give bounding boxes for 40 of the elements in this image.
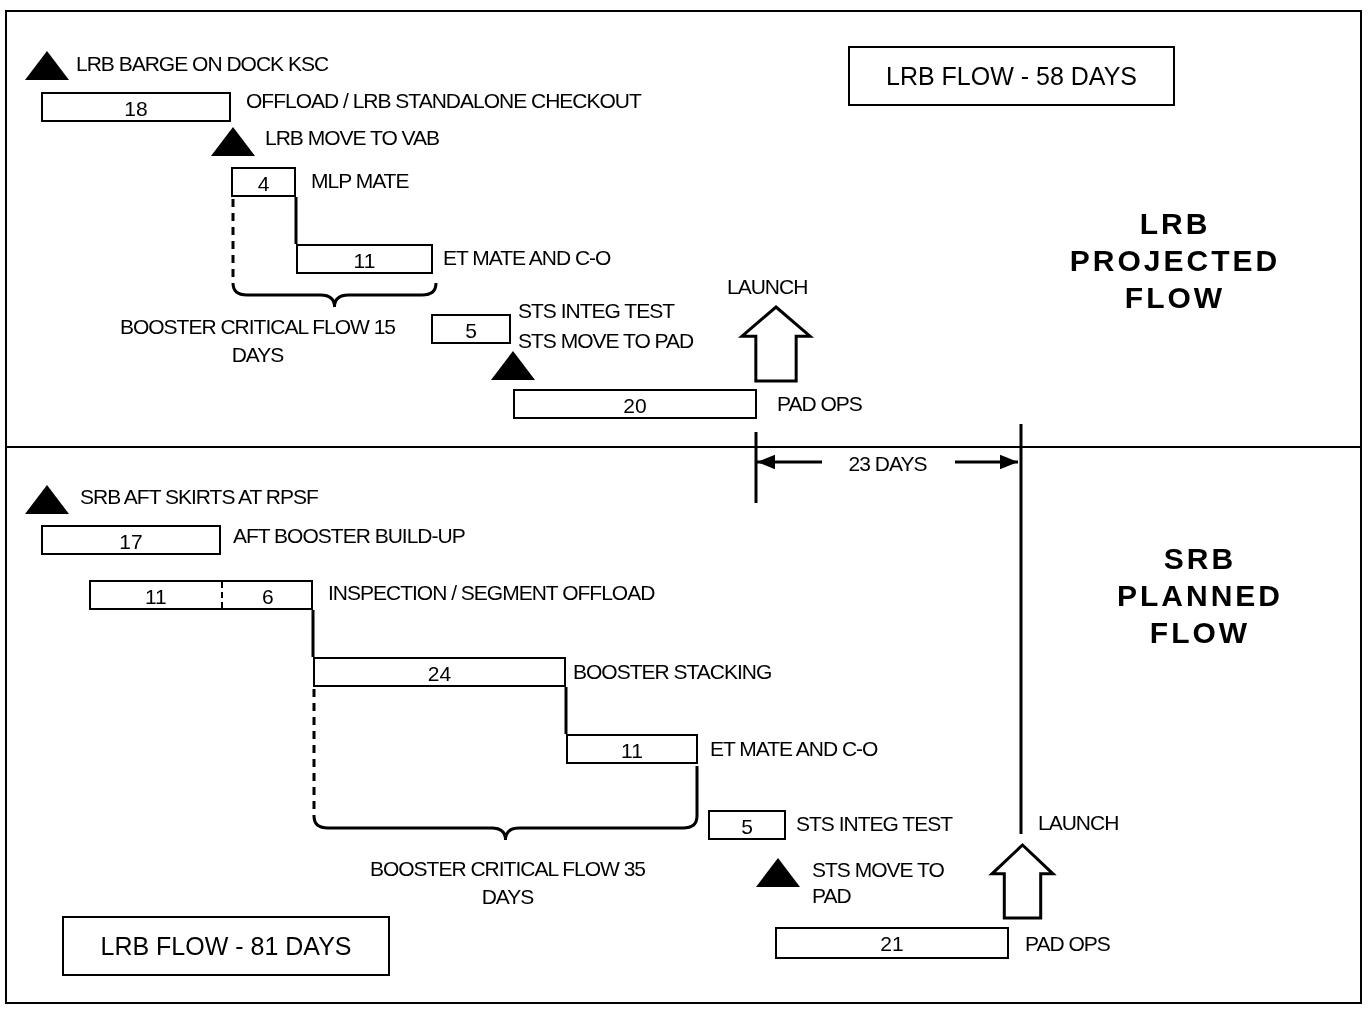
task-label: STS INTEG TEST (518, 298, 674, 324)
duration-bar: 11 (566, 734, 698, 764)
task-label: OFFLOAD / LRB STANDALONE CHECKOUT (246, 88, 641, 114)
panel (5, 446, 1362, 1004)
duration-bar: 5 (431, 314, 511, 344)
task-label: ET MATE AND C-O (443, 245, 611, 271)
milestone-label: STS MOVE TO PAD (812, 857, 945, 909)
milestone-label: LRB BARGE ON DOCK KSC (76, 51, 329, 77)
task-label: PAD OPS (1025, 931, 1110, 957)
duration-bar: 4 (231, 167, 296, 197)
milestone-label: SRB AFT SKIRTS AT RPSF (80, 484, 318, 510)
duration-bar: 24 (313, 657, 566, 687)
duration-bar: 17 (41, 525, 221, 555)
task-label: ET MATE AND C-O (710, 736, 878, 762)
task-label: STS INTEG TEST (796, 811, 952, 837)
panel-heading: SRB PLANNED FLOW (1116, 541, 1284, 651)
launch-label: LAUNCH (727, 274, 808, 300)
total-days-box: LRB FLOW - 81 DAYS (62, 916, 390, 976)
dependency-line (564, 687, 568, 734)
panel-heading: LRB PROJECTED FLOW (1068, 206, 1282, 316)
task-label: INSPECTION / SEGMENT OFFLOAD (328, 580, 655, 606)
panel (5, 10, 1362, 448)
task-label: BOOSTER STACKING (573, 659, 772, 685)
task-label: AFT BOOSTER BUILD-UP (233, 523, 465, 549)
duration-bar: 11 (296, 244, 433, 274)
total-days-box: LRB FLOW - 58 DAYS (848, 46, 1175, 106)
milestone-label: STS MOVE TO PAD (518, 328, 694, 354)
dependency-line (294, 197, 298, 244)
task-label: MLP MATE (311, 168, 409, 194)
annotation-label: BOOSTER CRITICAL FLOW 35 DAYS (368, 856, 647, 910)
duration-bar: 21 (775, 927, 1009, 959)
task-label: PAD OPS (777, 391, 862, 417)
duration-bar: 11 6 (89, 580, 313, 610)
duration-bar: 18 (41, 92, 231, 122)
duration-bar: 20 (513, 389, 757, 419)
dependency-line (311, 610, 315, 657)
milestone-label: LRB MOVE TO VAB (265, 125, 440, 151)
duration-bar: 5 (708, 810, 786, 840)
launch-label: LAUNCH (1038, 810, 1119, 836)
annotation-label: BOOSTER CRITICAL FLOW 15 DAYS (118, 314, 397, 368)
